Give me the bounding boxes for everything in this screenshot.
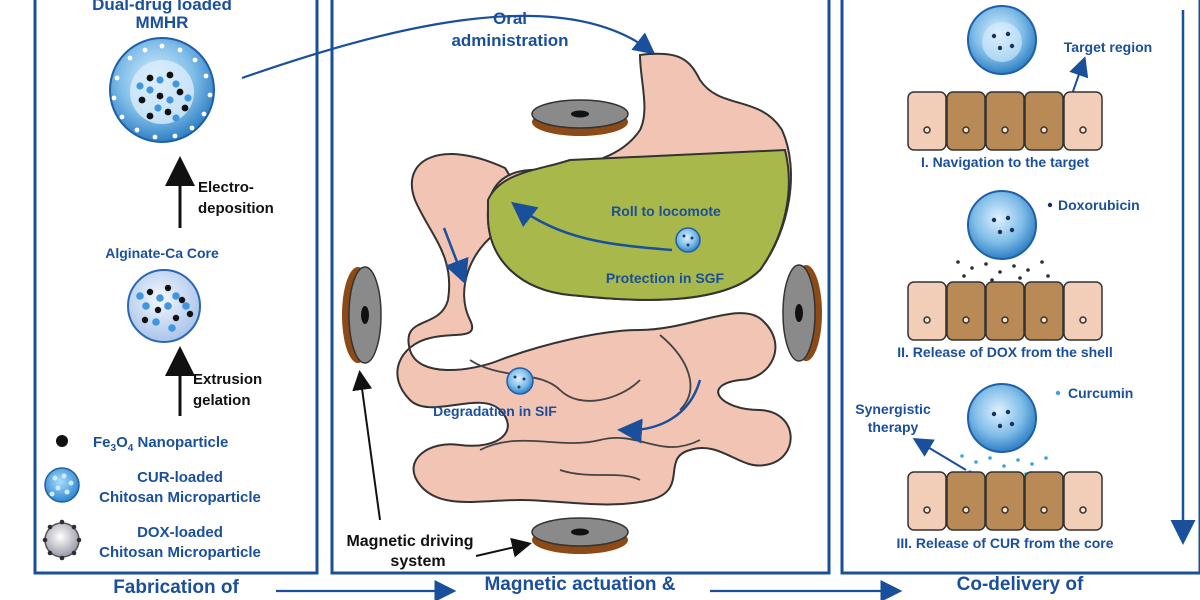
mmhr-sphere	[109, 37, 215, 143]
actuation-footer: Magnetic actuation &	[484, 574, 675, 595]
stomach	[486, 52, 792, 301]
robot-stage2	[967, 190, 1037, 260]
alginate-core-sphere	[127, 269, 201, 343]
magnet-bottom	[531, 517, 629, 554]
cell-layer-stage3	[907, 471, 1103, 531]
legend-cur-line1: CUR-loaded	[137, 469, 223, 486]
cell-layer-stage2	[907, 281, 1103, 341]
magnet-top	[531, 99, 629, 136]
magnet-pointer-up	[352, 370, 381, 521]
core-label: Alginate-Ca Core	[105, 245, 219, 261]
doxorubicin-label: Doxorubicin	[1058, 197, 1140, 213]
intestine-folds	[469, 334, 701, 481]
legend-cur-line2: Chitosan Microparticle	[99, 489, 261, 506]
cell-layer-stage1	[907, 91, 1103, 151]
magnet-pointer-right	[475, 537, 532, 558]
roll-label: Roll to locomote	[611, 203, 721, 219]
codelivery-panel-frame	[840, 0, 1200, 575]
magnet-right	[782, 264, 822, 362]
protection-label: Protection in SGF	[606, 270, 725, 286]
target-region-label: Target region	[1064, 39, 1152, 55]
magnet-left	[342, 266, 382, 364]
step-electrodeposition-line1: Electro-	[198, 179, 254, 196]
cur-legend-dot	[1055, 390, 1061, 396]
legend-dox-particle	[42, 519, 82, 561]
curcumin-label: Curcumin	[1068, 385, 1133, 401]
dox-legend-dot	[1047, 202, 1053, 208]
legend-dox-line2: Chitosan Microparticle	[99, 544, 261, 561]
flow-arrow-ileum	[617, 379, 702, 444]
magnetic-label-line2: system	[390, 553, 445, 570]
administration-arrow	[241, 14, 656, 80]
fabrication-footer: Fabrication of	[113, 577, 239, 598]
step-electrodeposition-line2: deposition	[198, 200, 274, 217]
robot-stage1	[967, 5, 1037, 75]
legend-fe3o4-dot	[56, 435, 68, 447]
flow-arrow-duodenum	[442, 227, 469, 285]
dox-release-dots	[956, 260, 1050, 282]
robot-in-intestine	[506, 367, 534, 395]
synergistic-label-line2: therapy	[868, 419, 919, 435]
mmhr-title-line1: Dual-drug loaded	[92, 0, 232, 14]
step-extrusion-line2: gelation	[193, 392, 251, 409]
mmhr-title-line2: MMHR	[136, 13, 189, 32]
synergistic-pointer	[912, 437, 967, 471]
stage1-caption: I. Navigation to the target	[921, 154, 1089, 170]
roll-arrow	[511, 201, 673, 252]
step-extrusion-line1: Extrusion	[193, 371, 262, 388]
codelivery-footer: Co-delivery of	[957, 574, 1084, 595]
degradation-label: Degradation in SIF	[433, 403, 557, 419]
actuation-panel-frame	[330, 0, 831, 575]
legend-fe3o4-label: Fe3O4 Nanoparticle	[93, 434, 228, 454]
small-intestine	[396, 153, 792, 506]
stage2-caption: II. Release of DOX from the shell	[897, 344, 1113, 360]
robot-in-stomach	[675, 227, 701, 253]
oral-label-line2: administration	[451, 31, 568, 50]
magnetic-label-line1: Magnetic driving	[346, 533, 473, 550]
synergistic-label-line1: Synergistic	[855, 401, 931, 417]
legend-cur-particle	[44, 467, 80, 503]
stage3-caption: III. Release of CUR from the core	[896, 535, 1113, 551]
legend-dox-line1: DOX-loaded	[137, 524, 223, 541]
fabrication-panel-frame	[33, 0, 319, 575]
robot-stage3	[967, 383, 1037, 453]
oral-label-line1: Oral	[493, 9, 527, 28]
